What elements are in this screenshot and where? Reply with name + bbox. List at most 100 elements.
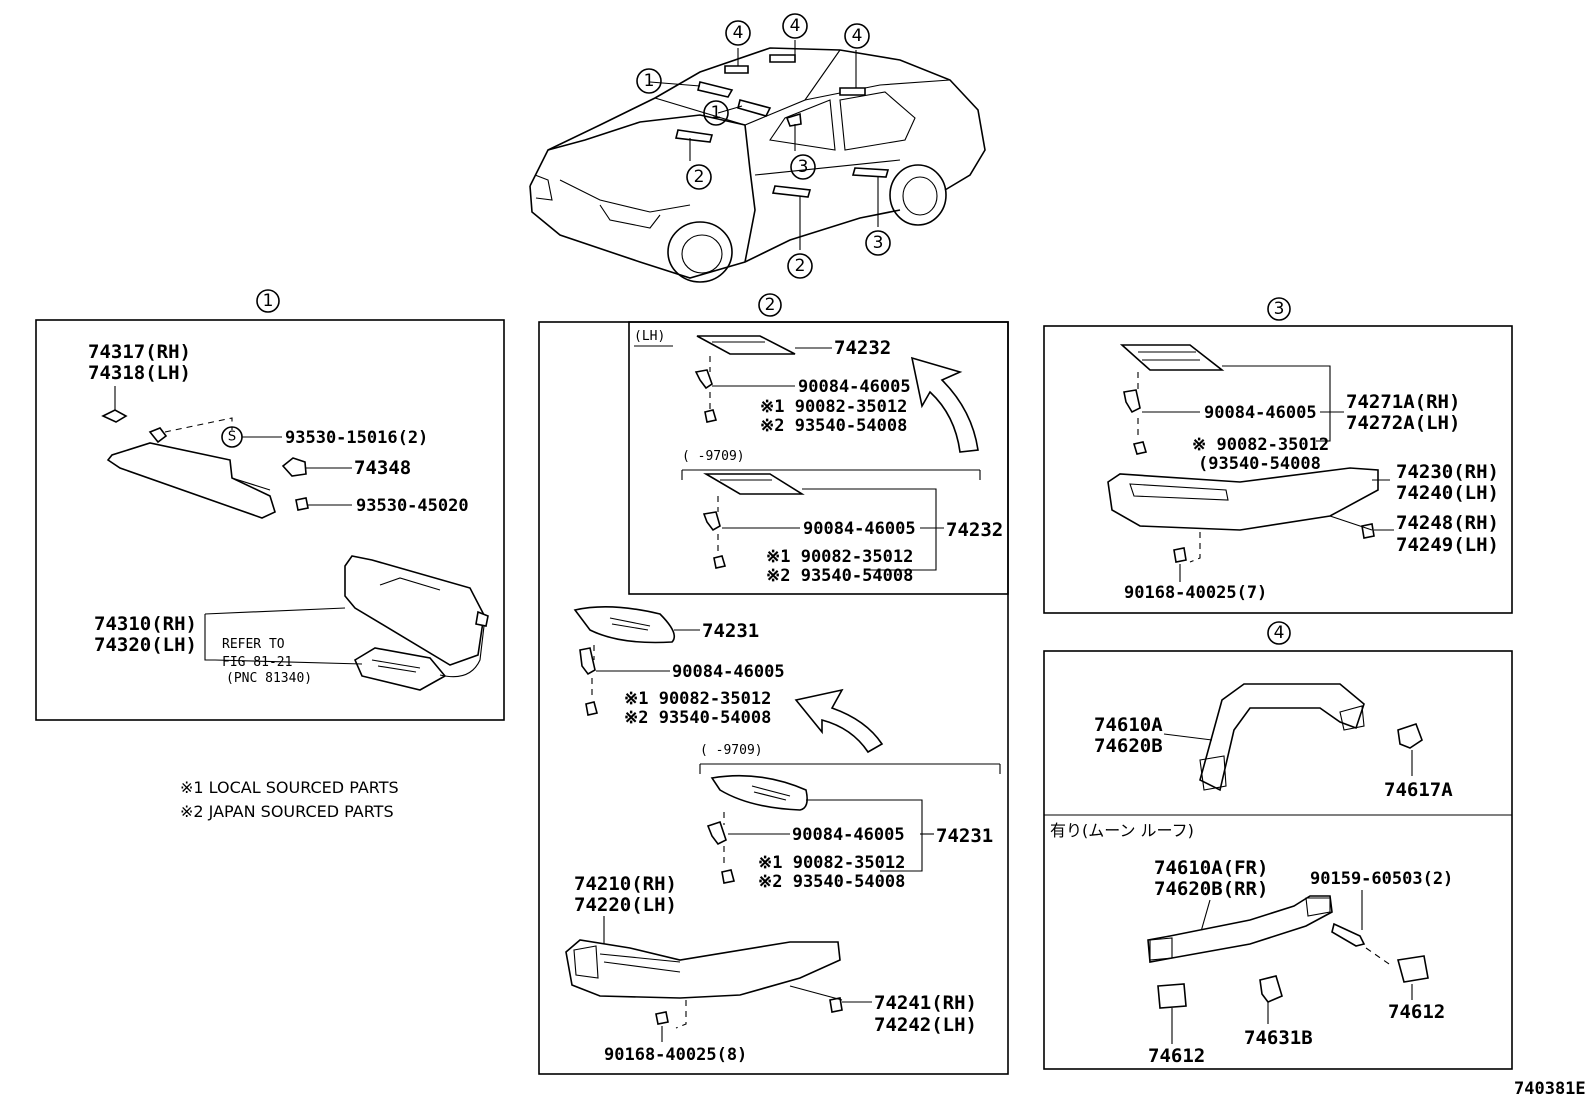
svg-text:1: 1 [711, 103, 722, 123]
part-74241: 74241(RH) [874, 992, 977, 1014]
part-93530-45020: 93530-45020 [356, 496, 469, 516]
part-a-90084: 90084-46005 [798, 377, 911, 397]
part-74610a: 74610A [1094, 714, 1163, 736]
part-c-90084: 90084-46005 [672, 662, 785, 682]
clip-a-icon [694, 369, 713, 390]
direction-arrow-icon [910, 356, 979, 453]
panel-4-frame [1043, 650, 1513, 1070]
panel-2-lh-subframe [628, 321, 1009, 595]
part-b-90084: 90084-46005 [803, 519, 916, 539]
nut-e-icon [1132, 441, 1148, 455]
direction-arrow-2-icon [794, 688, 884, 754]
part-74612-left: 74612 [1148, 1045, 1205, 1067]
part-p3-m1: ※ 90082-35012 [1192, 435, 1329, 455]
cover-74231-icon [573, 606, 676, 644]
part-p3-90084: 90084-46005 [1204, 403, 1317, 423]
sun-visor-lower-icon [344, 555, 485, 666]
refer-line-3: (PNC 81340) [226, 671, 312, 686]
car-callout-3a: 3 [790, 154, 816, 180]
svg-text:S: S [228, 430, 236, 445]
panel-1-number: 1 [263, 291, 274, 311]
part-a-m2: ※2 93540-54008 [760, 416, 907, 436]
part-93530-15016: 93530-15016(2) [285, 428, 428, 448]
part-90159: 90159-60503(2) [1310, 869, 1453, 889]
clip-74631b-icon [1259, 975, 1283, 1003]
screw-rear-icon [1173, 547, 1187, 563]
sun-visor-icon [106, 442, 276, 519]
panel-1-sun-visor: 1 74317(RH) 74318(LH) S 93530-15016(2) 7… [35, 289, 505, 721]
part-74271a: 74271A(RH) [1346, 391, 1460, 413]
car-callout-1b: 1 [703, 100, 729, 126]
part-74248: 74248(RH) [1396, 512, 1499, 534]
part-74220: 74220(LH) [574, 894, 677, 916]
car-illustration: 1 1 2 2 3 3 4 4 [529, 13, 986, 283]
part-c-m2: ※2 93540-54008 [624, 708, 771, 728]
plug-icon [829, 997, 843, 1013]
clip-74617a-icon [1397, 722, 1423, 749]
part-74272a: 74272A(LH) [1346, 412, 1460, 434]
assist-grip-icon [565, 939, 841, 999]
clip-d-icon [706, 820, 727, 846]
car-callout-4c: 4 [844, 23, 870, 49]
panel-4-number: 4 [1274, 623, 1285, 643]
lh-label: (LH) [634, 329, 665, 344]
part-74231-c: 74231 [702, 620, 759, 642]
part-74320: 74320(LH) [94, 634, 197, 656]
nut-a-icon [704, 409, 718, 423]
part-74617a: 74617A [1384, 779, 1453, 801]
screw-icon [295, 497, 309, 511]
part-90168-p2: 90168-40025(8) [604, 1045, 747, 1065]
panel-4-roof-grip: 4 74610A 74620B 74617A 有り(ムーン ルーフ) 74610… [1043, 621, 1513, 1070]
part-74348: 74348 [354, 457, 411, 479]
part-d-90084: 90084-46005 [792, 825, 905, 845]
cover-74271-icon [1119, 344, 1225, 371]
part-74620b-rr: 74620B(RR) [1154, 878, 1268, 900]
svg-text:4: 4 [790, 16, 801, 36]
part-74231-d: 74231 [936, 825, 993, 847]
cover-74232b-icon [703, 473, 805, 495]
car-callout-2b: 2 [787, 253, 813, 279]
car-callout-4b: 4 [782, 13, 808, 39]
legend-note-2: ※2 JAPAN SOURCED PARTS [180, 802, 394, 821]
clip-b-icon [702, 511, 721, 532]
part-d-m1: ※1 90082-35012 [758, 853, 905, 873]
svg-text:3: 3 [798, 157, 809, 177]
diagram-id: 740381E [1514, 1079, 1586, 1099]
range-label-1: ( -9709) [682, 449, 745, 464]
part-74612-right: 74612 [1388, 1001, 1445, 1023]
panel-2-number: 2 [765, 295, 776, 315]
part-74620b: 74620B [1094, 735, 1163, 757]
part-74240: 74240(LH) [1396, 482, 1499, 504]
panel-3-assist-grip-rear: 3 90084-46005 74271A(RH) 74272A(LH) ※ 90… [1043, 297, 1513, 614]
part-74317: 74317(RH) [88, 341, 191, 363]
part-74631b: 74631B [1244, 1027, 1313, 1049]
moon-roof-label: 有り(ムーン ルーフ) [1050, 821, 1194, 840]
part-90168-p3: 90168-40025(7) [1124, 583, 1267, 603]
panel-2-assist-grip-front: 2 (LH) 74232 90084-46005 ※1 90082-35012 … [538, 293, 1009, 1075]
car-callout-3b: 3 [865, 230, 891, 256]
part-74210: 74210(RH) [574, 873, 677, 895]
car-callout-1a: 1 [636, 68, 662, 94]
hinge-lower-icon [475, 610, 489, 627]
part-a-m1: ※1 90082-35012 [760, 397, 907, 417]
part-74232-b: 74232 [946, 519, 1003, 541]
part-74249: 74249(LH) [1396, 534, 1499, 556]
roof-grip-moonroof-icon [1147, 895, 1333, 963]
part-c-m1: ※1 90082-35012 [624, 689, 771, 709]
cover-74232-icon [696, 335, 796, 355]
hinge-icon [148, 427, 168, 444]
panel-1-frame [35, 319, 505, 721]
svg-text:4: 4 [852, 26, 863, 46]
range-label-2: ( -9709) [700, 743, 763, 758]
svg-text:2: 2 [694, 167, 705, 187]
roof-grip-icon [1199, 683, 1365, 792]
bracket-icon [281, 457, 307, 477]
refer-line-2: FIG 81-21 [222, 655, 292, 670]
part-b-m2: ※2 93540-54008 [766, 566, 913, 586]
panel-3-number: 3 [1274, 299, 1285, 319]
part-74230: 74230(RH) [1396, 461, 1499, 483]
svg-text:3: 3 [873, 233, 884, 253]
cap-74612-left-icon [1157, 983, 1187, 1009]
